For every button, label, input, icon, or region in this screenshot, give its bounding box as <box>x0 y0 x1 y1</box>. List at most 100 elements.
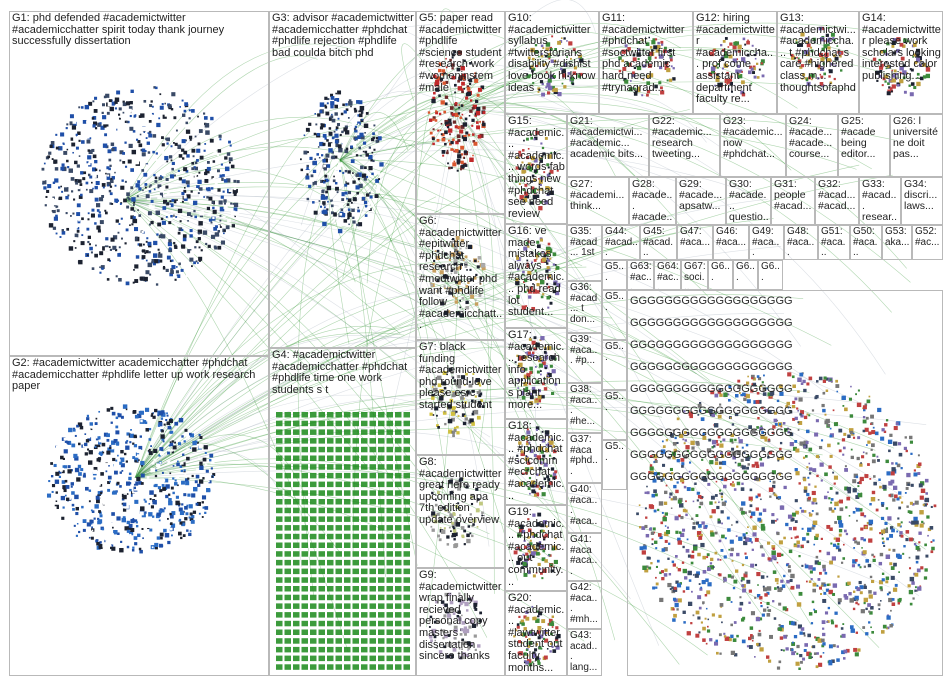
g3-node <box>339 110 342 113</box>
g2-node <box>124 418 129 423</box>
g2-node <box>112 454 116 457</box>
g3-node <box>351 139 355 143</box>
g1-node <box>131 211 135 216</box>
g1-node <box>193 261 196 265</box>
g1-node <box>133 269 135 271</box>
g2-node <box>133 483 136 486</box>
g2-node <box>106 549 110 553</box>
g2-node <box>205 469 209 473</box>
g5-node <box>446 124 449 127</box>
g1-node <box>131 197 136 202</box>
g3-node <box>342 103 345 107</box>
g2-node <box>94 422 98 426</box>
g2-node <box>71 443 76 448</box>
g6-node <box>474 259 477 263</box>
g3-node <box>367 202 371 205</box>
g5-node <box>440 80 442 83</box>
g2-node <box>157 414 160 417</box>
g1-node <box>78 179 82 183</box>
g6-node <box>448 290 453 295</box>
g2-node <box>160 434 165 439</box>
g3-node <box>359 132 364 137</box>
g2-node <box>103 420 106 423</box>
g1-node <box>159 105 164 110</box>
g2-node <box>106 450 111 455</box>
g2-node <box>87 448 90 451</box>
g1-node <box>124 120 128 123</box>
g1-node <box>210 234 216 239</box>
g1-node <box>195 136 200 141</box>
g1-node <box>181 99 184 102</box>
g5-node <box>457 150 461 154</box>
g1-node <box>74 178 79 183</box>
g3-node <box>330 101 335 106</box>
g5-node <box>482 111 486 115</box>
g1-node <box>156 233 159 236</box>
g3-node <box>312 201 315 204</box>
g2-node <box>76 477 81 482</box>
g3-node <box>319 126 324 130</box>
g3-node <box>313 143 316 147</box>
g3-node <box>361 196 365 200</box>
g1-node <box>134 279 139 283</box>
g2-node <box>132 490 136 494</box>
g3-node <box>326 126 331 131</box>
g1-node <box>161 172 166 177</box>
g1-node <box>207 212 212 217</box>
g3-node <box>356 223 359 227</box>
g3-node <box>345 147 349 151</box>
g5-node <box>453 50 457 54</box>
g5-node <box>454 102 458 105</box>
g1-node <box>107 184 109 187</box>
g6-node <box>473 276 477 280</box>
g3-node <box>348 211 351 214</box>
g1-node <box>194 246 197 249</box>
g1-node <box>233 179 237 183</box>
g7-node <box>429 412 433 416</box>
g2-node <box>117 413 122 418</box>
g2-node <box>108 512 111 515</box>
g1-node <box>137 180 141 184</box>
g2-node <box>139 549 143 554</box>
g1-node <box>79 144 82 147</box>
g1-node <box>182 145 185 148</box>
g5-node <box>464 117 468 121</box>
g5-node <box>461 113 464 116</box>
g2-node <box>132 410 136 414</box>
graph-edge <box>124 186 832 346</box>
g2-node <box>65 497 70 501</box>
g6-node <box>465 305 469 310</box>
g1-node <box>142 243 145 246</box>
g1-node <box>171 198 175 202</box>
g6-node <box>464 264 467 266</box>
g3-node <box>326 164 331 168</box>
g1-node <box>130 168 134 172</box>
graph-edge <box>124 199 920 597</box>
g1-node <box>122 157 127 161</box>
g2-node <box>140 473 145 478</box>
g7-node <box>453 428 457 432</box>
g1-node <box>101 194 105 198</box>
g1-node <box>103 124 107 128</box>
g2-node <box>79 425 84 430</box>
g2-node <box>110 522 115 526</box>
g1-node <box>75 146 79 150</box>
g3-node <box>360 154 362 157</box>
g1-node <box>220 163 223 166</box>
g1-node <box>176 274 181 278</box>
g1-node <box>61 163 65 167</box>
g5-node <box>449 133 451 136</box>
graph-edge <box>134 198 769 479</box>
g5-node <box>474 72 476 75</box>
g2-node <box>132 477 137 482</box>
g1-node <box>204 123 210 128</box>
g2-node <box>94 504 99 509</box>
g2-node <box>213 490 217 494</box>
g1-node <box>102 246 107 251</box>
g3-node <box>354 125 358 129</box>
g5-node <box>459 116 463 120</box>
g1-node <box>130 186 134 190</box>
graph-edge <box>124 81 855 201</box>
g2-node <box>186 434 190 438</box>
g3-node <box>360 165 364 170</box>
